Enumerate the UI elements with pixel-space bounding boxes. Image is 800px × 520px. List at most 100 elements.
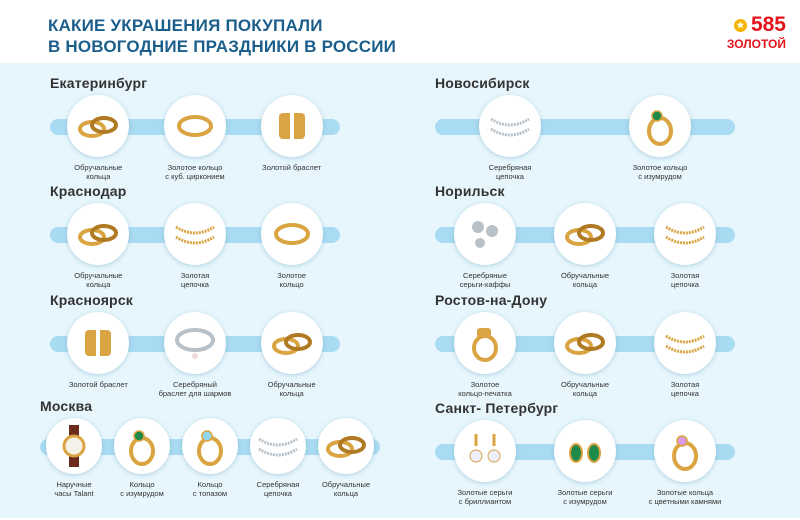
silver-earrings-icon xyxy=(454,203,516,265)
items-row: Золотое кольцо-печатка Обручальные кольца… xyxy=(435,312,735,412)
city-name: Новосибирск xyxy=(435,75,530,91)
jewelry-item: Обручальные кольца xyxy=(53,203,143,289)
jewelry-item: Обручальные кольца xyxy=(53,95,143,181)
item-label: Золотой браслет xyxy=(68,380,128,389)
emerald-ring-icon xyxy=(114,418,170,474)
jewelry-item: Серебряный браслет для шармов xyxy=(150,312,240,398)
item-label: Обручальные кольца xyxy=(560,380,610,398)
item-label: Золотая цепочка xyxy=(180,271,210,289)
watch-icon xyxy=(46,418,102,474)
jewelry-item: Золотое кольцо xyxy=(247,203,337,289)
silver-chain-icon xyxy=(479,95,541,157)
item-label: Обручальные кольца xyxy=(74,271,123,289)
jewelry-item: Золотое кольцо с изумрудом xyxy=(615,95,705,181)
item-label: Золотые кольца с цветными камнями xyxy=(648,488,722,506)
gold-bracelet-icon xyxy=(67,312,130,374)
item-label: Золотые серьги с бриллиантом xyxy=(457,488,513,506)
jewelry-item: Кольцо с изумрудом xyxy=(108,418,176,498)
logo-number: 585 xyxy=(750,13,786,36)
city-name: Екатеринбург xyxy=(50,75,148,91)
diamond-earrings-icon xyxy=(454,420,516,482)
item-label: Золотой браслет xyxy=(262,163,322,172)
brand-logo: ★585 ЗОЛОТОЙ xyxy=(727,14,786,52)
item-label: Обручальные кольца xyxy=(560,271,610,289)
city-name: Санкт- Петербург xyxy=(435,400,559,416)
jewelry-item: Обручальные кольца xyxy=(312,418,380,498)
item-label: Серебряные серьги-каффы xyxy=(459,271,511,289)
items-row: Обручальные кольца Золотое кольцо с куб. … xyxy=(50,95,340,195)
silver-chain-icon xyxy=(250,418,306,474)
wedding-rings-icon xyxy=(260,312,323,374)
gem-ring-icon xyxy=(654,420,716,482)
item-label: Золотое кольцо с изумрудом xyxy=(632,163,688,181)
signet-ring-icon xyxy=(454,312,516,374)
wedding-rings-icon xyxy=(554,203,616,265)
gold-bracelet-icon xyxy=(260,95,323,157)
gold-chain-icon xyxy=(163,203,226,265)
item-label: Обручальные кольца xyxy=(321,480,371,498)
emerald-earrings-icon xyxy=(554,420,616,482)
logo-word: ЗОЛОТОЙ xyxy=(726,37,786,51)
item-label: Золотое кольцо xyxy=(277,271,306,289)
item-label: Золотое кольцо-печатка xyxy=(458,380,512,398)
items-row: Серебряные серьги-каффы Обручальные кольц… xyxy=(435,203,735,303)
item-label: Обручальные кольца xyxy=(74,163,123,181)
item-label: Золотые серьги с изумрудом xyxy=(557,488,613,506)
jewelry-item: Наручные часы Talant xyxy=(40,418,108,498)
jewelry-item: Серебряные серьги-каффы xyxy=(440,203,530,289)
gold-ring-icon xyxy=(260,203,323,265)
items-row: Золотые серьги с бриллиантом Золотые серь… xyxy=(435,420,735,520)
title-line-2: В НОВОГОДНИЕ ПРАЗДНИКИ В РОССИИ xyxy=(48,37,397,56)
city-name: Норильск xyxy=(435,183,505,199)
jewelry-item: Золотые серьги с изумрудом xyxy=(540,420,630,506)
items-row: Обручальные кольца Золотая цепочка Золотое… xyxy=(50,203,340,303)
topaz-ring-icon xyxy=(182,418,238,474)
item-label: Золотое кольцо с куб. цирконием xyxy=(165,163,225,181)
wedding-rings-icon xyxy=(318,418,374,474)
gold-ring-icon xyxy=(163,95,226,157)
item-label: Золотая цепочка xyxy=(670,271,700,289)
jewelry-item: Обручальные кольца xyxy=(540,203,630,289)
wedding-rings-icon xyxy=(67,203,130,265)
gold-chain-icon xyxy=(654,203,716,265)
wedding-rings-icon xyxy=(554,312,616,374)
jewelry-item: Золотая цепочка xyxy=(640,203,730,289)
silver-bracelet-icon xyxy=(163,312,226,374)
jewelry-item: Золотые кольца с цветными камнями xyxy=(640,420,730,506)
header: КАКИЕ УКРАШЕНИЯ ПОКУПАЛИ В НОВОГОДНИЕ ПР… xyxy=(0,0,800,63)
items-row: Золотой браслет Серебряный браслет для ша… xyxy=(50,312,340,412)
item-label: Кольцо с топазом xyxy=(192,480,228,498)
item-label: Золотая цепочка xyxy=(670,380,700,398)
item-label: Наручные часы Talant xyxy=(54,480,94,498)
item-label: Серебряная цепочка xyxy=(256,480,300,498)
wedding-rings-icon xyxy=(67,95,130,157)
item-label: Серебряный браслет для шармов xyxy=(158,380,232,398)
jewelry-item: Золотое кольцо с куб. цирконием xyxy=(150,95,240,181)
city-name: Краснодар xyxy=(50,183,127,199)
title-line-1: КАКИЕ УКРАШЕНИЯ ПОКУПАЛИ xyxy=(48,16,323,35)
jewelry-item: Золотой браслет xyxy=(53,312,143,398)
city-name: Ростов-на-Дону xyxy=(435,292,548,308)
jewelry-item: Обручальные кольца xyxy=(247,312,337,398)
item-label: Обручальные кольца xyxy=(267,380,316,398)
emerald-ring-icon xyxy=(629,95,691,157)
star-icon: ★ xyxy=(733,19,747,32)
city-name: Красноярск xyxy=(50,292,134,308)
jewelry-item: Золотые серьги с бриллиантом xyxy=(440,420,530,506)
jewelry-item: Золотой браслет xyxy=(247,95,337,181)
page-title: КАКИЕ УКРАШЕНИЯ ПОКУПАЛИ В НОВОГОДНИЕ ПР… xyxy=(48,15,396,57)
city-name: Москва xyxy=(40,398,93,414)
jewelry-item: Обручальные кольца xyxy=(540,312,630,398)
jewelry-item: Кольцо с топазом xyxy=(176,418,244,498)
jewelry-item: Серебряная цепочка xyxy=(244,418,312,498)
